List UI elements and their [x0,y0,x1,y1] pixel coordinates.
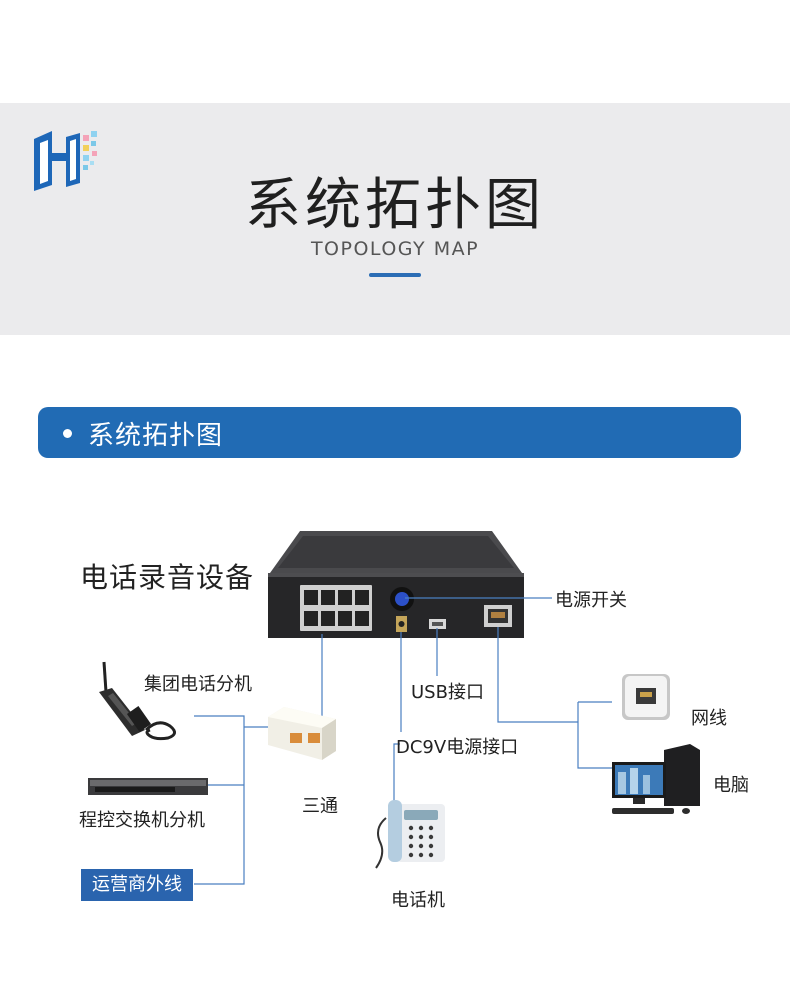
network-label: 网线 [691,708,727,729]
dc-port-icon [396,616,407,632]
page-subtitle: TOPOLOGY MAP [310,238,480,260]
bullet-icon [63,429,72,438]
page-title: 系统拓扑图 [245,173,545,238]
pbx-label: 程控交换机分机 [79,810,205,831]
splitter-icon [268,707,336,760]
power-button-icon [390,587,414,611]
ethernet-port-icon [484,605,512,627]
usb-port-icon [429,619,446,629]
section-banner: 系统拓扑图 [38,407,741,458]
rj11-port-icon [300,585,372,631]
computer-label: 电脑 [713,775,749,796]
brand-logo-icon [34,131,97,191]
title-underline [369,273,421,277]
splitter-label: 三通 [302,796,338,817]
power-switch-label: 电源开关 [555,590,627,611]
operator-label: 运营商外线 [81,869,193,901]
telephone-label: 电话机 [391,890,445,911]
section-title: 系统拓扑图 [88,421,224,451]
desktop-computer-icon [612,744,700,814]
desk-phone-icon [375,800,445,869]
hero-section [0,103,790,335]
network-switch-icon [88,778,208,795]
usb-label: USB接口 [411,682,484,703]
cordless-phone-icon [99,661,176,741]
device-label: 电话录音设备 [80,561,255,594]
extension-label: 集团电话分机 [144,674,252,695]
connector-lines [194,597,612,885]
ethernet-socket-icon [622,674,670,720]
dc-power-label: DC9V电源接口 [396,737,519,758]
